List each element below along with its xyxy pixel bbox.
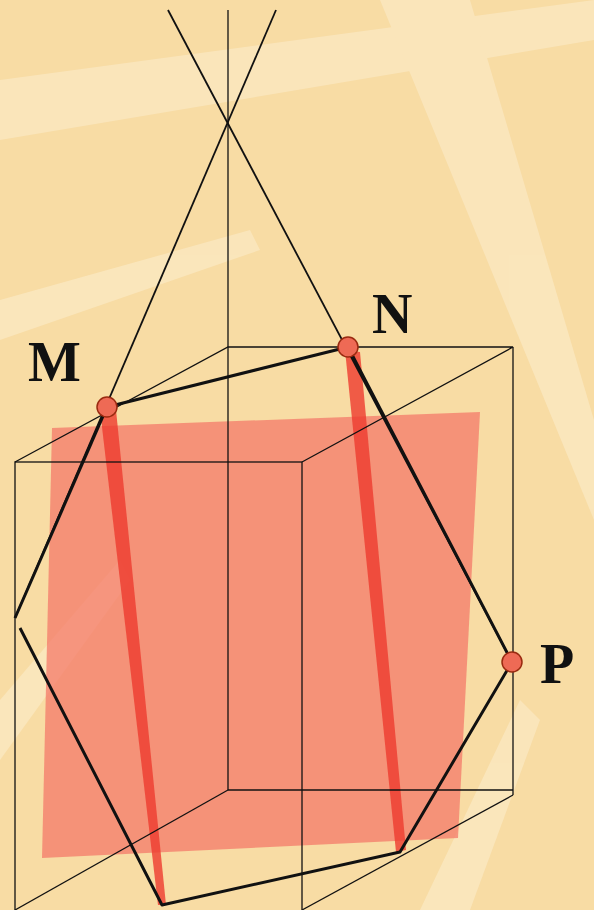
point-label: M bbox=[28, 334, 81, 390]
trace-line bbox=[15, 10, 276, 618]
edge bbox=[512, 347, 513, 795]
point-label: P bbox=[540, 636, 574, 692]
point-label: N bbox=[372, 286, 412, 342]
front-face bbox=[15, 462, 302, 910]
section-edge bbox=[20, 347, 512, 905]
edge bbox=[15, 790, 228, 910]
point-dot bbox=[502, 652, 522, 672]
parallelepiped bbox=[15, 10, 513, 910]
plane-shade bbox=[345, 350, 406, 852]
section-edge bbox=[15, 407, 107, 618]
section-edge bbox=[107, 347, 348, 407]
construction-lines bbox=[15, 10, 512, 662]
edge bbox=[302, 795, 513, 910]
points bbox=[97, 337, 522, 672]
section-hexagon bbox=[15, 347, 512, 905]
point-dot bbox=[97, 397, 117, 417]
cutting-plane bbox=[42, 412, 480, 858]
streak bbox=[0, 230, 260, 340]
edge bbox=[227, 10, 228, 790]
point-dot bbox=[338, 337, 358, 357]
edge bbox=[228, 789, 513, 790]
